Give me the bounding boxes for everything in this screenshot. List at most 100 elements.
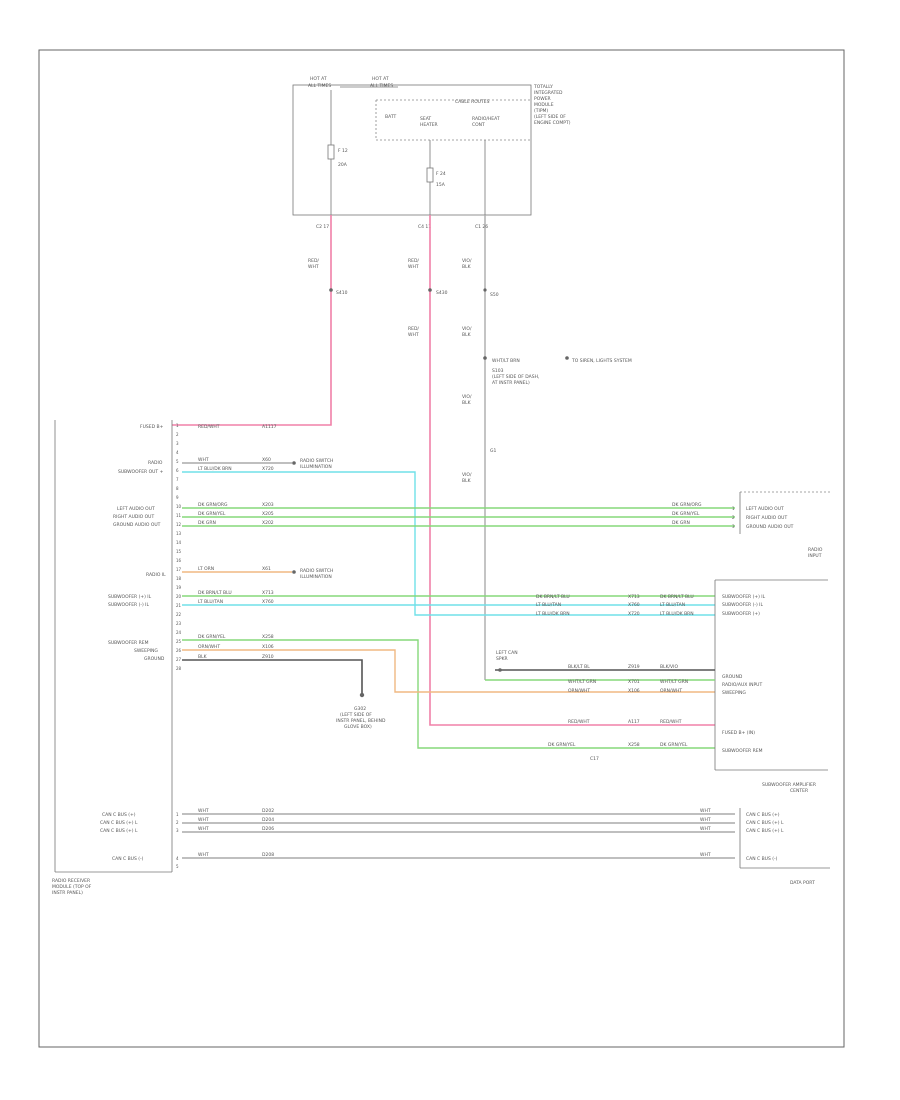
svg-text:(LEFT SIDE OF DASH,: (LEFT SIDE OF DASH, — [492, 374, 539, 380]
svg-text:X258: X258 — [628, 742, 640, 748]
svg-text:SEAT: SEAT — [420, 116, 431, 122]
svg-text:RED/: RED/ — [408, 326, 419, 332]
svg-text:A1117: A1117 — [262, 424, 277, 430]
svg-text:A117: A117 — [628, 719, 640, 725]
svg-text:G1: G1 — [490, 448, 496, 454]
svg-text:RED/WHT: RED/WHT — [198, 424, 220, 430]
svg-text:WHT/LT GRN: WHT/LT GRN — [568, 679, 596, 685]
svg-text:RADIO/HEAT: RADIO/HEAT — [472, 116, 500, 122]
svg-text:D206: D206 — [262, 826, 274, 832]
svg-text:DK GRN/ORG: DK GRN/ORG — [672, 502, 702, 508]
svg-text:GLOVE BOX): GLOVE BOX) — [344, 724, 372, 730]
svg-text:14: 14 — [176, 540, 182, 545]
svg-text:GROUND AUDIO OUT: GROUND AUDIO OUT — [113, 522, 161, 528]
svg-text:(LEFT SIDE OF: (LEFT SIDE OF — [534, 114, 566, 120]
svg-text:25: 25 — [176, 639, 182, 644]
svg-text:TO SIREN, LIGHTS SYSTEM: TO SIREN, LIGHTS SYSTEM — [571, 358, 632, 364]
center-signal-path: VIO/ BLK S50 VIO/ BLK WHT/LT BRN TO SIRE… — [462, 215, 632, 680]
svg-text:LT ORN: LT ORN — [198, 566, 214, 572]
svg-text:VIO/: VIO/ — [462, 258, 472, 264]
svg-text:DK BRN/LT BLU: DK BRN/LT BLU — [536, 594, 570, 600]
svg-text:GROUND AUDIO OUT: GROUND AUDIO OUT — [746, 524, 794, 530]
svg-text:RED/: RED/ — [308, 258, 319, 264]
svg-text:TOTALLY: TOTALLY — [533, 84, 553, 90]
svg-text:G302: G302 — [354, 706, 366, 712]
svg-text:DK BRN/LT BLU: DK BRN/LT BLU — [198, 590, 232, 596]
svg-text:X203: X203 — [262, 502, 274, 508]
svg-text:AT INSTR PANEL): AT INSTR PANEL) — [492, 380, 530, 386]
svg-text:26: 26 — [176, 648, 182, 653]
svg-text:BLK: BLK — [462, 478, 472, 484]
svg-text:CAN C BUS (+) L: CAN C BUS (+) L — [100, 828, 138, 834]
svg-text:SUBWOOFER REM: SUBWOOFER REM — [722, 748, 763, 754]
svg-text:22: 22 — [176, 612, 182, 617]
svg-text:F 24: F 24 — [436, 171, 446, 177]
svg-text:C17: C17 — [590, 756, 599, 762]
svg-text:D208: D208 — [262, 852, 274, 858]
svg-text:4: 4 — [176, 450, 179, 455]
svg-text:DK BRN/LT BLU: DK BRN/LT BLU — [660, 594, 694, 600]
svg-text:CAN C BUS (+) L: CAN C BUS (+) L — [746, 828, 784, 834]
svg-text:BATT: BATT — [385, 114, 396, 120]
svg-text:WHT/LT BRN: WHT/LT BRN — [492, 358, 520, 364]
svg-text:CABLE ROUTES: CABLE ROUTES — [455, 99, 490, 105]
svg-text:1: 1 — [176, 812, 179, 817]
svg-text:DK GRN: DK GRN — [198, 520, 216, 526]
svg-text:CAN C BUS (-): CAN C BUS (-) — [112, 856, 144, 862]
svg-text:BLK: BLK — [198, 654, 208, 660]
svg-text:VIO/: VIO/ — [462, 472, 472, 478]
svg-text:X720: X720 — [628, 611, 640, 617]
svg-text:6: 6 — [176, 468, 179, 473]
svg-text:WHT: WHT — [700, 808, 711, 814]
radio-pin-numbers: 1 2 3 4 5 6 7 8 9 10 11 12 13 14 15 16 1… — [176, 423, 182, 869]
svg-text:RADIO: RADIO — [148, 460, 163, 466]
svg-text:3: 3 — [732, 524, 735, 529]
svg-text:LT BLU/DK BRN: LT BLU/DK BRN — [198, 466, 232, 472]
svg-text:(LEFT SIDE OF: (LEFT SIDE OF — [340, 712, 372, 718]
svg-text:CAN C BUS (+): CAN C BUS (+) — [746, 812, 780, 818]
svg-text:RED/WHT: RED/WHT — [660, 719, 682, 725]
svg-text:BLK: BLK — [462, 264, 472, 270]
svg-text:WHT: WHT — [408, 332, 419, 338]
svg-text:D204: D204 — [262, 817, 274, 823]
svg-text:X106: X106 — [628, 688, 640, 694]
can-bus-wires: WHT D202 WHT D204 WHT D206 WHT D208 WHT … — [182, 808, 735, 859]
svg-text:LT BLU/TAN: LT BLU/TAN — [660, 602, 685, 608]
power-feed-wires: RED/ WHT S410 RED/ WHT S430 RED/ WHT — [172, 215, 715, 726]
svg-text:21: 21 — [176, 603, 182, 608]
svg-text:ILLUMINATION: ILLUMINATION — [300, 574, 332, 580]
svg-text:(TIPM): (TIPM) — [534, 108, 548, 114]
svg-text:POWER: POWER — [534, 96, 551, 102]
svg-text:X760: X760 — [262, 599, 274, 605]
svg-text:8: 8 — [176, 486, 179, 491]
svg-text:X60: X60 — [262, 457, 271, 463]
svg-text:16: 16 — [176, 558, 182, 563]
svg-text:LEFT AUDIO OUT: LEFT AUDIO OUT — [117, 506, 155, 512]
svg-text:BLK: BLK — [462, 332, 472, 338]
svg-text:17: 17 — [176, 567, 182, 572]
svg-text:ALL TIMES: ALL TIMES — [308, 83, 331, 89]
svg-text:9: 9 — [176, 495, 179, 500]
svg-text:SWEEPING: SWEEPING — [722, 690, 746, 696]
svg-text:18: 18 — [176, 576, 182, 581]
svg-text:12: 12 — [176, 522, 182, 527]
svg-text:GROUND: GROUND — [144, 656, 165, 662]
amplifier-module: SUBWOOFER (+) IL SUBWOOFER (-) IL SUBWOO… — [485, 579, 828, 794]
svg-text:11: 11 — [176, 513, 182, 518]
svg-text:Z919: Z919 — [628, 664, 640, 670]
svg-text:RADIO IL: RADIO IL — [146, 572, 166, 578]
svg-text:INSTR PANEL): INSTR PANEL) — [52, 890, 83, 896]
svg-text:DK GRN: DK GRN — [672, 520, 690, 526]
svg-text:RIGHT AUDIO OUT: RIGHT AUDIO OUT — [746, 515, 787, 521]
svg-text:ORN/WHT: ORN/WHT — [568, 688, 590, 694]
svg-text:S50: S50 — [490, 292, 499, 298]
svg-text:20A: 20A — [338, 162, 348, 168]
svg-text:10: 10 — [176, 504, 182, 509]
svg-text:Z910: Z910 — [262, 654, 274, 660]
svg-text:WHT: WHT — [198, 817, 209, 823]
svg-text:WHT: WHT — [700, 817, 711, 823]
svg-text:X720: X720 — [262, 466, 274, 472]
svg-text:ALL TIMES: ALL TIMES — [370, 83, 393, 89]
svg-text:27: 27 — [176, 657, 182, 662]
